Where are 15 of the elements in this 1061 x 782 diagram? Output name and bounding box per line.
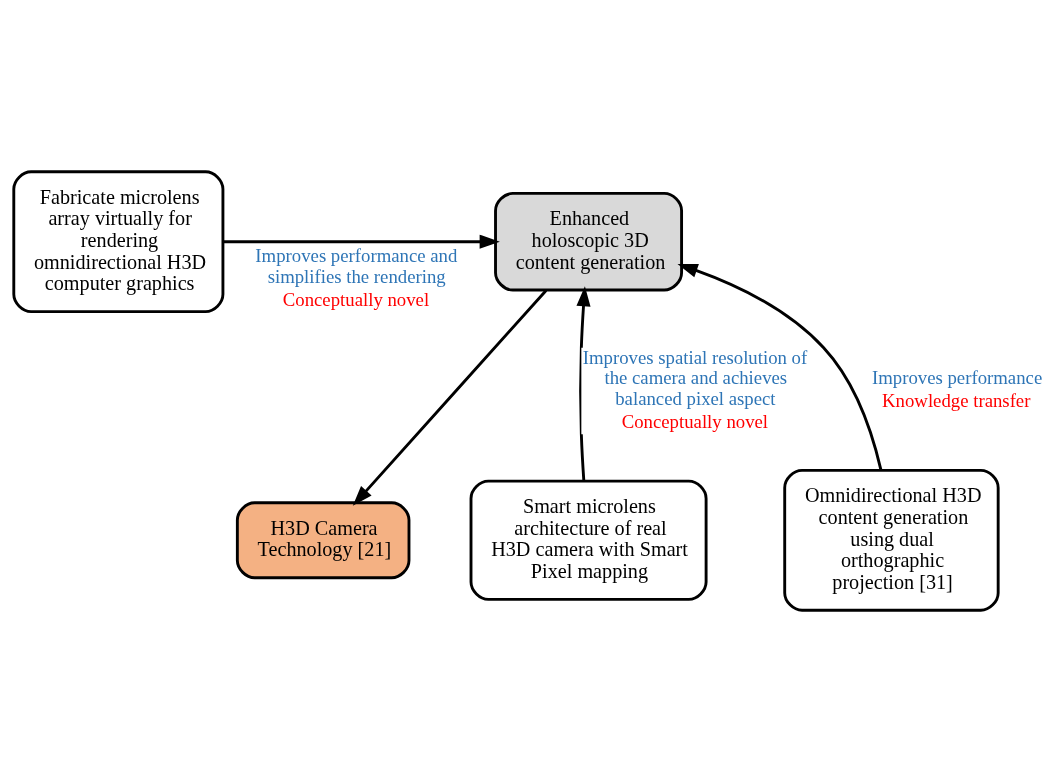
arrow <box>352 289 548 506</box>
edge-label: Improves performance and simplifies the rendering <box>255 245 458 287</box>
node-box: H3D Camera Technology [21] <box>235 501 411 580</box>
edge-label: Conceptually novel <box>621 410 769 432</box>
node-box: Smart microlens architecture of real H3D camera with Smart Pixel mapping <box>469 479 708 601</box>
edge-label: Improves spatial resolution of the camera and achieves balanced pixel aspect <box>582 347 808 409</box>
edge-label: Conceptually novel <box>282 288 430 310</box>
edge-label: Knowledge transfer <box>882 390 1031 412</box>
arrow <box>223 234 500 249</box>
arrow <box>576 286 591 481</box>
node-box: Omnidirectional H3D content generation using dual orthographic projection [31] <box>783 468 1000 612</box>
node-box: Enhanced holoscopic 3D content generation <box>494 191 684 292</box>
edge-label: Improves performance <box>871 367 1043 389</box>
node-box: Fabricate microlens array virtually for rendering omnidirectional H3D computer graphics <box>12 170 225 314</box>
arrow <box>677 263 883 471</box>
